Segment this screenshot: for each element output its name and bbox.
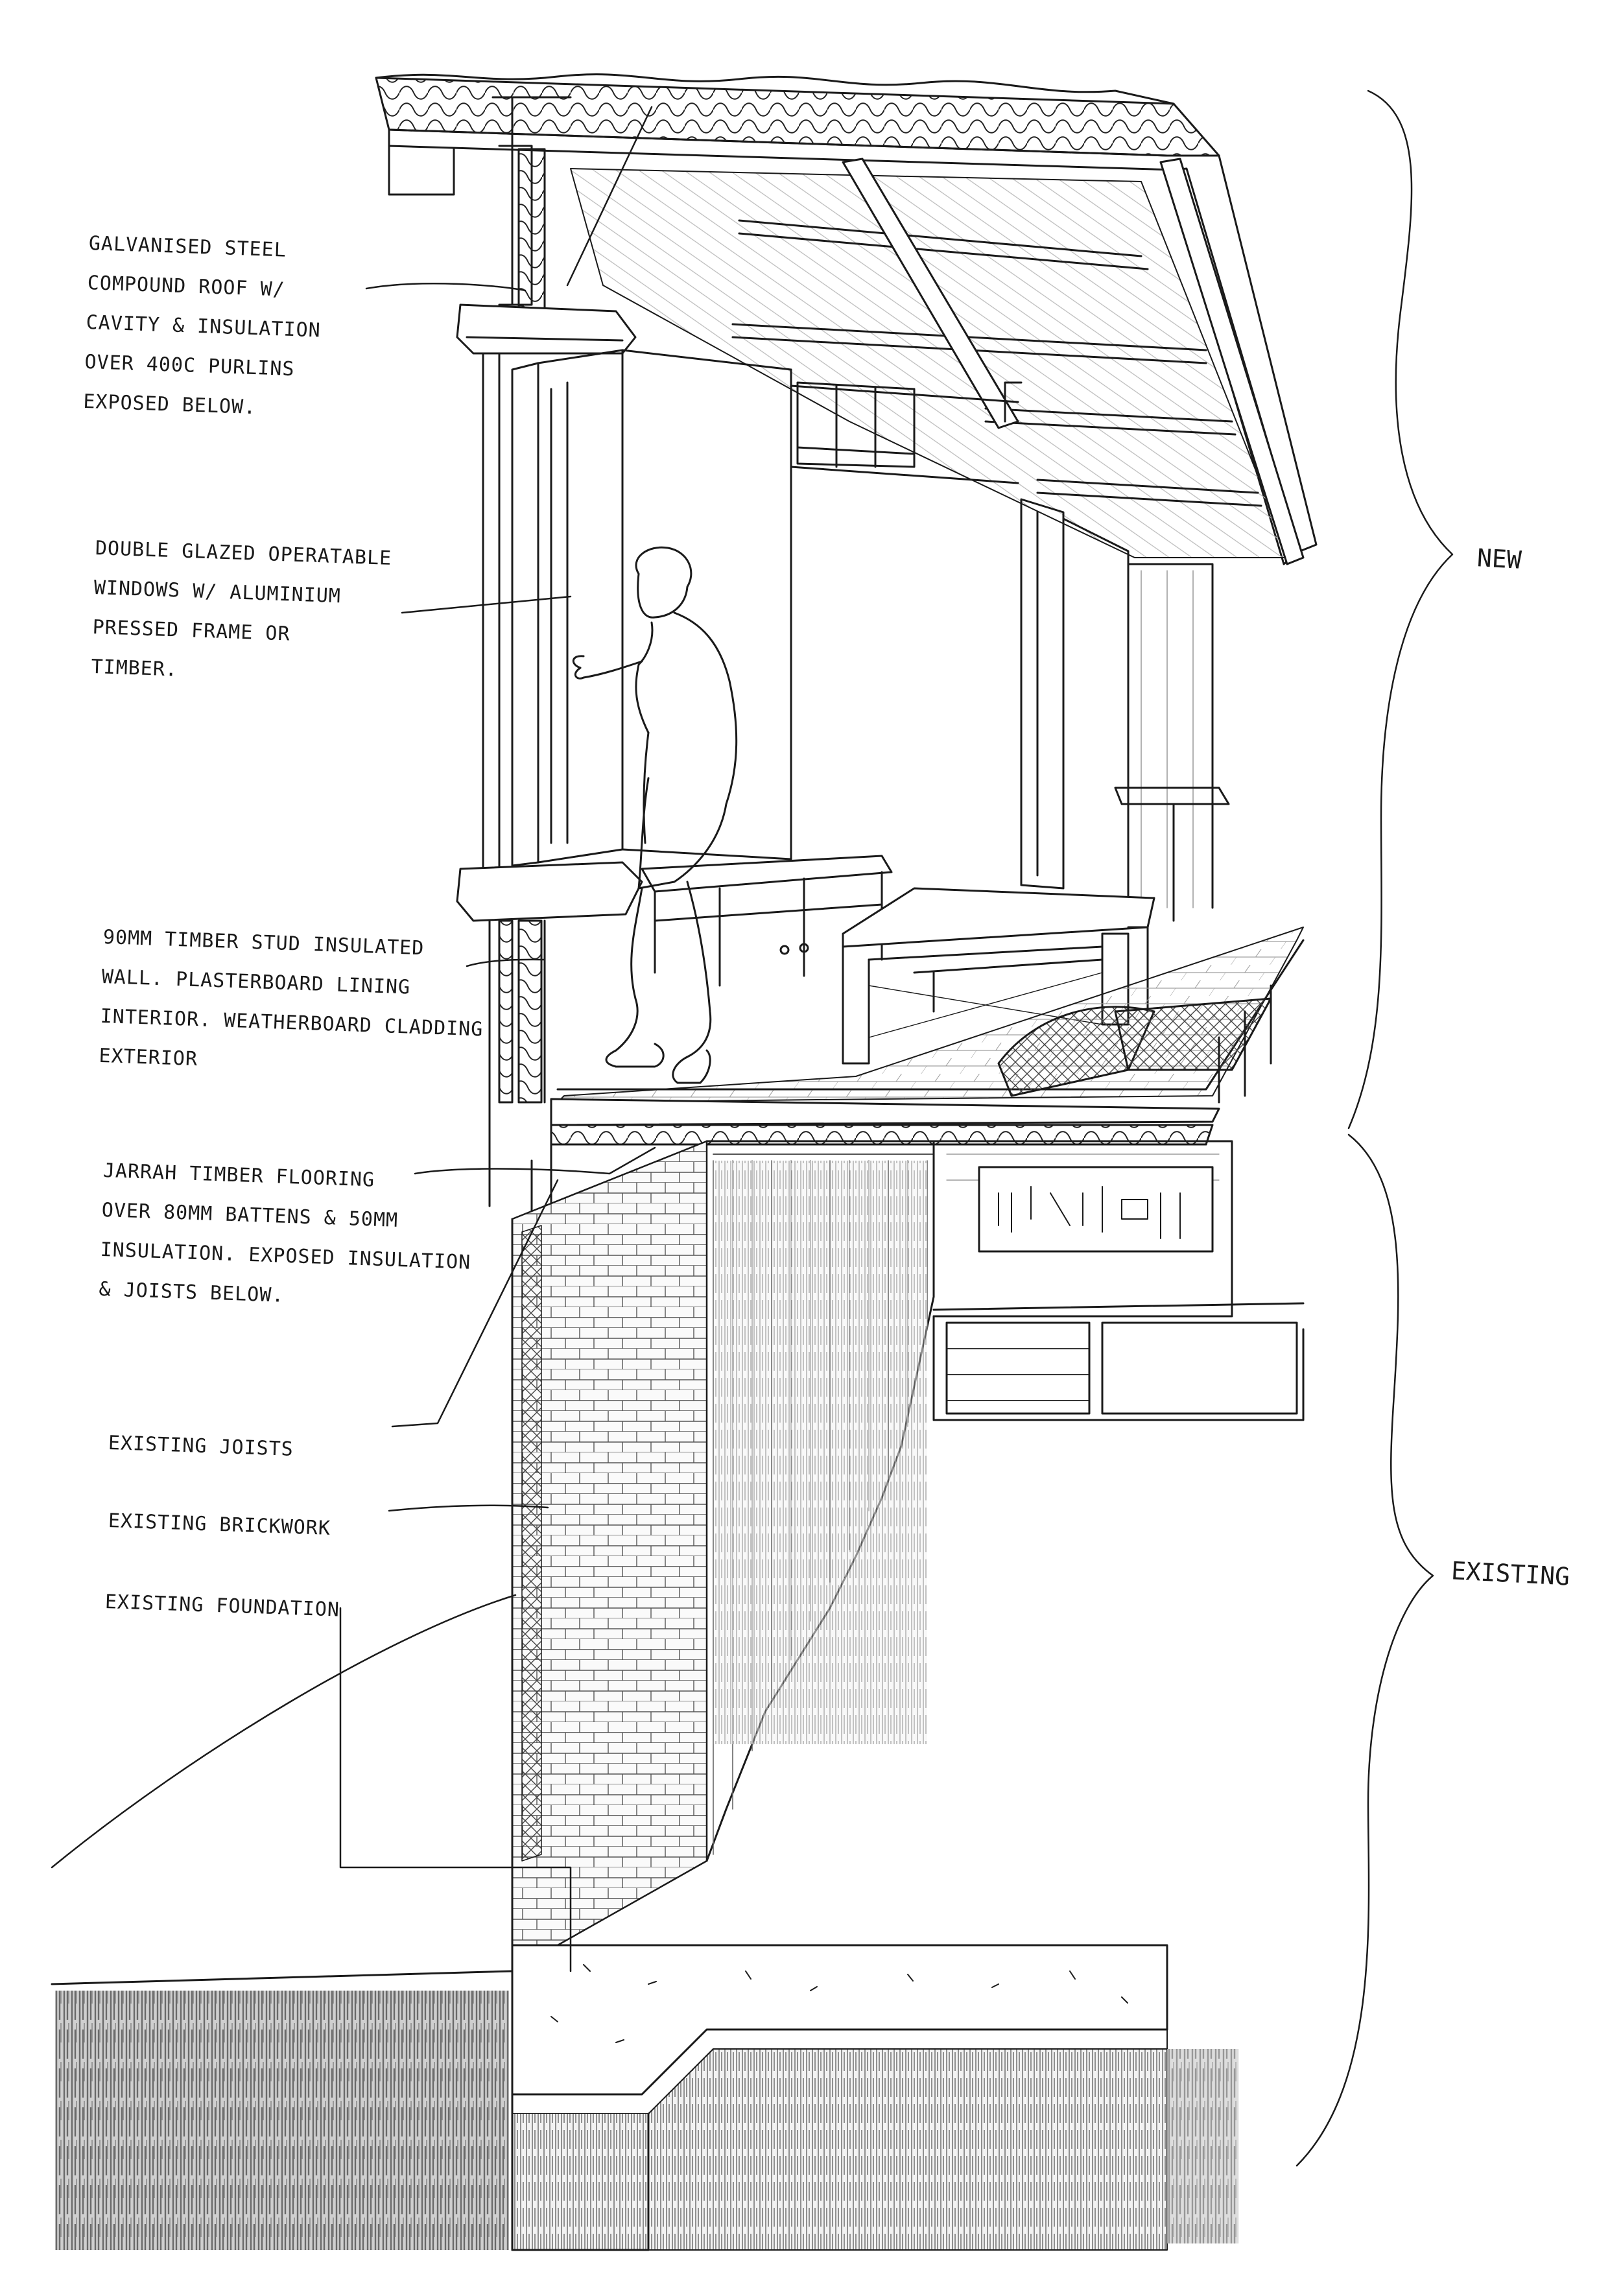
annotation-line: Existing brickwork <box>108 1509 331 1540</box>
annotation-floor: Jarrah timber flooring over 80mm battens… <box>98 1151 474 1322</box>
lower-wall <box>456 861 643 1207</box>
brace-existing <box>1296 1133 1434 2167</box>
bench-and-table <box>641 855 1155 1065</box>
roof-assembly <box>375 73 1318 565</box>
brace-new <box>1347 89 1454 1130</box>
window-wall <box>456 303 1230 922</box>
bracket-label-new: New <box>1476 543 1522 574</box>
foundation <box>51 1594 1238 2251</box>
annotation-windows: Double glazed operatable windows w/ alum… <box>90 528 392 697</box>
annotation-line: Existing joists <box>108 1431 294 1461</box>
brackets <box>1296 89 1454 2167</box>
leader-lines <box>339 106 656 1972</box>
floor-assembly <box>530 927 1305 1220</box>
annotation-roof: Galvanised steel compound roof w/ cavity… <box>82 224 324 429</box>
annotation-wall: 90mm timber stud insulated wall. plaster… <box>98 917 486 1089</box>
person-figure <box>572 546 738 1084</box>
annotation-line: exposed below. <box>82 390 257 420</box>
annotation-brickwork: Existing brickwork <box>108 1501 331 1548</box>
existing-structure <box>511 1140 1305 1947</box>
annotation-line: Existing foundation <box>104 1590 340 1622</box>
annotation-foundation: Existing foundation <box>104 1582 340 1630</box>
annotation-joists: Existing joists <box>108 1423 294 1469</box>
